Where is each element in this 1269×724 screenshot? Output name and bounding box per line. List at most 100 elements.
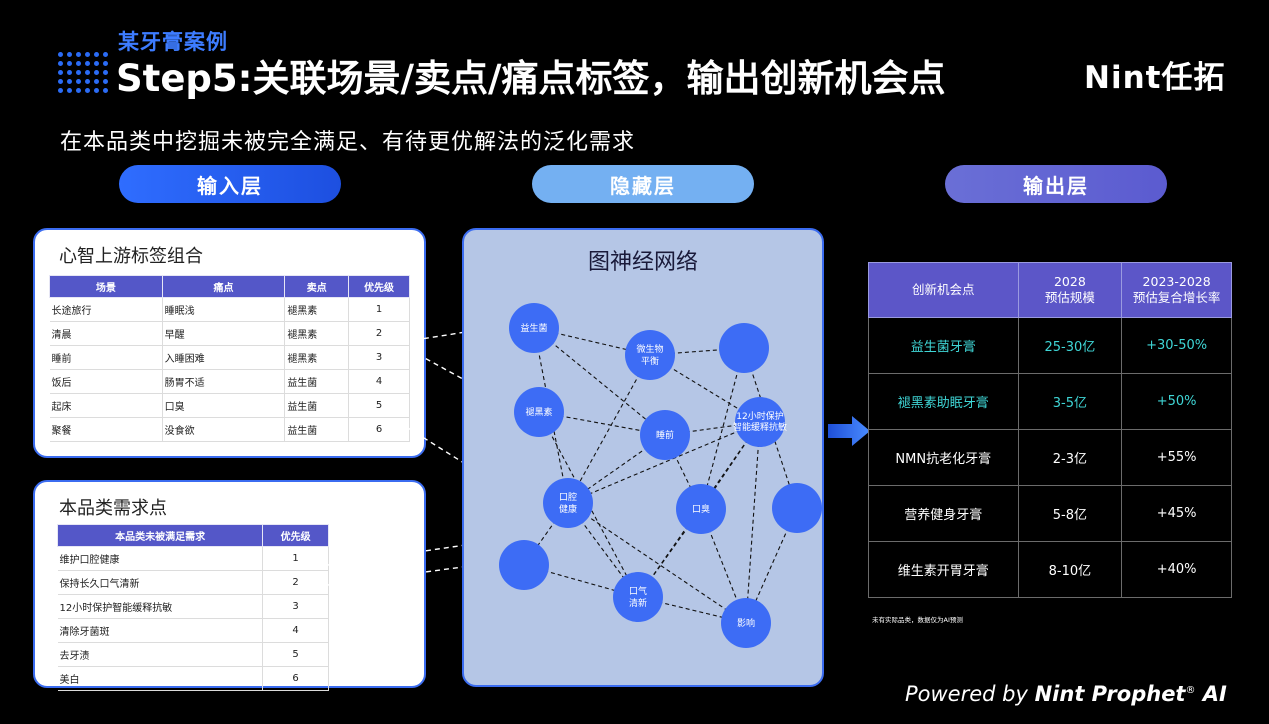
category-needs-title: 本品类需求点 [59,498,167,519]
node-label: 口臭 [692,503,710,515]
table-row: 维生素开胃牙膏 8-10亿 +40% [868,541,1232,598]
opportunity-name: 营养健身牙膏 [868,485,1019,542]
network-node [676,484,726,534]
table-cell: 6 [262,666,329,691]
node-label: 口气 [629,585,647,597]
network-graph: 益生菌 微生物 平衡 褪黑素 睡前 12小时保护 智能缓释抗敏 口腔 健康 口臭… [499,303,822,648]
network-node [514,387,564,437]
network-node [735,397,785,447]
table-cell: 1 [348,297,410,322]
column-header: 本品类未被满足需求 [56,524,264,547]
opportunity-name: 褪黑素助眠牙膏 [868,373,1019,430]
network-node [640,410,690,460]
table-cell: 睡前 [49,345,163,370]
powered-brand: Nint Prophet [1034,682,1186,706]
node-label: 平衡 [641,355,659,367]
node-label: 智能缓释抗敏 [733,421,787,433]
header-line: 预估规模 [1044,290,1095,305]
table-cell: 3 [262,594,329,619]
output-arrow-icon [828,416,870,446]
market-size: 2-3亿 [1017,429,1123,486]
table-cell: 美白 [57,666,264,691]
network-node [772,483,822,533]
table-cell: 饭后 [49,369,163,394]
node-label: 睡前 [656,429,674,441]
column-header: 创新机会点 [868,262,1019,318]
table-cell: 2 [262,570,329,595]
network-node [543,478,593,528]
tag-combination-title: 心智上游标签组合 [59,246,203,267]
table-cell: 1 [262,546,329,571]
node-label: 健康 [559,503,577,515]
table-row: 营养健身牙膏 5-8亿 +45% [868,485,1232,542]
table-row: NMN抗老化牙膏 2-3亿 +55% [868,429,1232,486]
table-cell: 5 [348,393,410,418]
market-size: 3-5亿 [1017,373,1123,430]
table-cell: 长途旅行 [49,297,163,322]
column-header: 卖点 [284,275,350,298]
growth-rate: +50% [1121,373,1232,430]
opportunity-name: 维生素开胃牙膏 [868,541,1019,598]
table-cell: 褪黑素 [284,345,350,370]
market-size: 25-30亿 [1017,317,1123,374]
column-header: 场景 [49,275,163,298]
network-node [509,303,559,353]
column-header: 痛点 [161,275,286,298]
node-label: 清新 [629,597,647,609]
powered-suffix: AI [1195,682,1227,706]
table-cell: 益生菌 [284,417,350,442]
network-node [719,323,769,373]
opportunity-name: 益生菌牙膏 [868,317,1019,374]
table-cell: 12小时保护智能缓释抗敏 [57,594,264,619]
graph-neural-network-panel: 图神经网络 [462,228,824,687]
header-line: 2023-2028 [1142,274,1211,289]
node-label: 12小时保护 [736,410,783,422]
network-node [721,598,771,648]
growth-rate: +30-50% [1121,317,1232,374]
market-size: 5-8亿 [1017,485,1123,542]
table-cell: 4 [348,369,410,394]
prediction-note: 未有实际品类，数据仅为AI预测 [872,616,963,624]
table-cell: 起床 [49,393,163,418]
node-label: 微生物 [636,343,663,355]
table-cell: 入睡困难 [162,345,286,370]
table-cell: 5 [262,642,329,667]
registered-mark: ® [1185,685,1196,696]
table-cell: 褪黑素 [284,297,350,322]
table-row: 益生菌牙膏 25-30亿 +30-50% [868,317,1232,374]
node-label: 褪黑素 [525,406,552,418]
growth-rate: +55% [1121,429,1232,486]
opportunity-name: NMN抗老化牙膏 [868,429,1019,486]
column-header: 优先级 [262,524,329,547]
table-cell: 保持长久口气清新 [57,570,264,595]
table-cell: 聚餐 [49,417,163,442]
brand-dot-grid-icon [58,52,108,96]
table-cell: 清除牙菌斑 [57,618,264,643]
node-label: 口腔 [559,491,577,503]
table-row: 褪黑素助眠牙膏 3-5亿 +50% [868,373,1232,430]
powered-prefix: Powered by [905,682,1035,706]
table-cell: 益生菌 [284,369,350,394]
table-cell: 2 [348,321,410,346]
network-node [499,540,549,590]
case-tag: 某牙膏案例 [118,30,228,54]
table-cell: 早醒 [162,321,286,346]
header-line: 2028 [1053,274,1086,289]
table-cell: 6 [348,417,410,442]
input-layer-label: 输入层 [119,165,341,203]
